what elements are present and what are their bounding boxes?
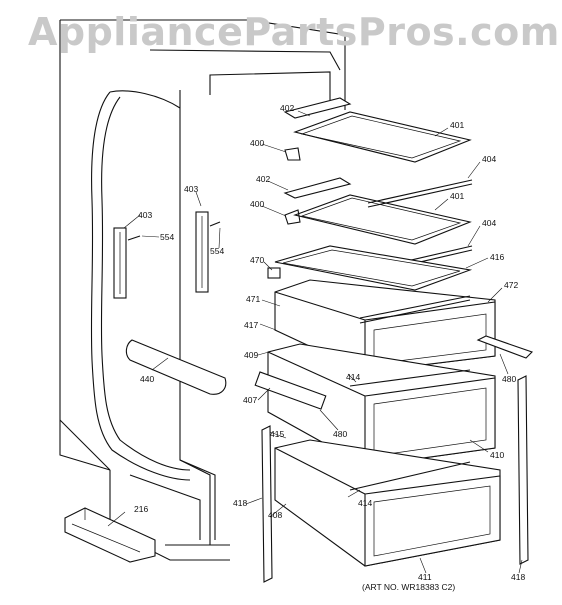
- leader-lines: [107, 110, 523, 574]
- label-415: 415: [270, 429, 284, 439]
- label-404-lower: 404: [482, 218, 496, 228]
- label-472: 472: [504, 280, 518, 290]
- side-rail-right: [517, 375, 529, 565]
- label-402-lower: 402: [256, 174, 270, 184]
- side-rail-left: [261, 425, 273, 583]
- label-401-lower: 401: [450, 191, 464, 201]
- shelf-support-left: [113, 227, 127, 299]
- label-414-upper: 414: [346, 372, 360, 382]
- label-418-left: 418: [233, 498, 247, 508]
- tray-216: [64, 507, 156, 563]
- cabinet-outline: [59, 19, 346, 561]
- label-417: 417: [244, 320, 258, 330]
- crisper-drawer-lower: [274, 439, 501, 567]
- label-411: 411: [418, 572, 432, 582]
- label-418-right: 418: [511, 572, 525, 582]
- pan-cover-416: [267, 245, 473, 291]
- label-554-left: 554: [160, 232, 174, 242]
- shelf-support-right: [195, 211, 209, 293]
- label-407: 407: [243, 395, 257, 405]
- label-471: 471: [246, 294, 260, 304]
- label-408: 408: [268, 510, 282, 520]
- label-410: 410: [490, 450, 504, 460]
- label-414-lower: 414: [358, 498, 372, 508]
- rail-440: [125, 339, 227, 395]
- label-440: 440: [140, 374, 154, 384]
- label-216: 216: [134, 504, 148, 514]
- glass-shelf-upper: [283, 97, 472, 163]
- label-409: 409: [244, 350, 258, 360]
- label-480-right: 480: [502, 374, 516, 384]
- screws-554: [127, 221, 221, 241]
- label-400-upper: 400: [250, 138, 264, 148]
- label-402-upper: 402: [280, 103, 294, 113]
- crisper-drawer-middle: [254, 343, 496, 467]
- label-400-lower: 400: [250, 199, 264, 209]
- label-403-right: 403: [184, 184, 198, 194]
- label-480-left: 480: [333, 429, 347, 439]
- label-404-upper: 404: [482, 154, 496, 164]
- label-401-upper: 401: [450, 120, 464, 130]
- label-416: 416: [490, 252, 504, 262]
- door-gasket: [90, 90, 191, 481]
- label-554-right: 554: [210, 246, 224, 256]
- art-number: (ART NO. WR18383 C2): [362, 582, 456, 592]
- bracket-480: [476, 335, 534, 359]
- watermark: AppliancePartsPros.com: [28, 10, 560, 54]
- glass-shelf-lower: [283, 177, 472, 245]
- label-403-left: 403: [138, 210, 152, 220]
- label-470: 470: [250, 255, 264, 265]
- part-labels: 402 401 400 404 402 401 400 404 403 403 …: [134, 103, 525, 582]
